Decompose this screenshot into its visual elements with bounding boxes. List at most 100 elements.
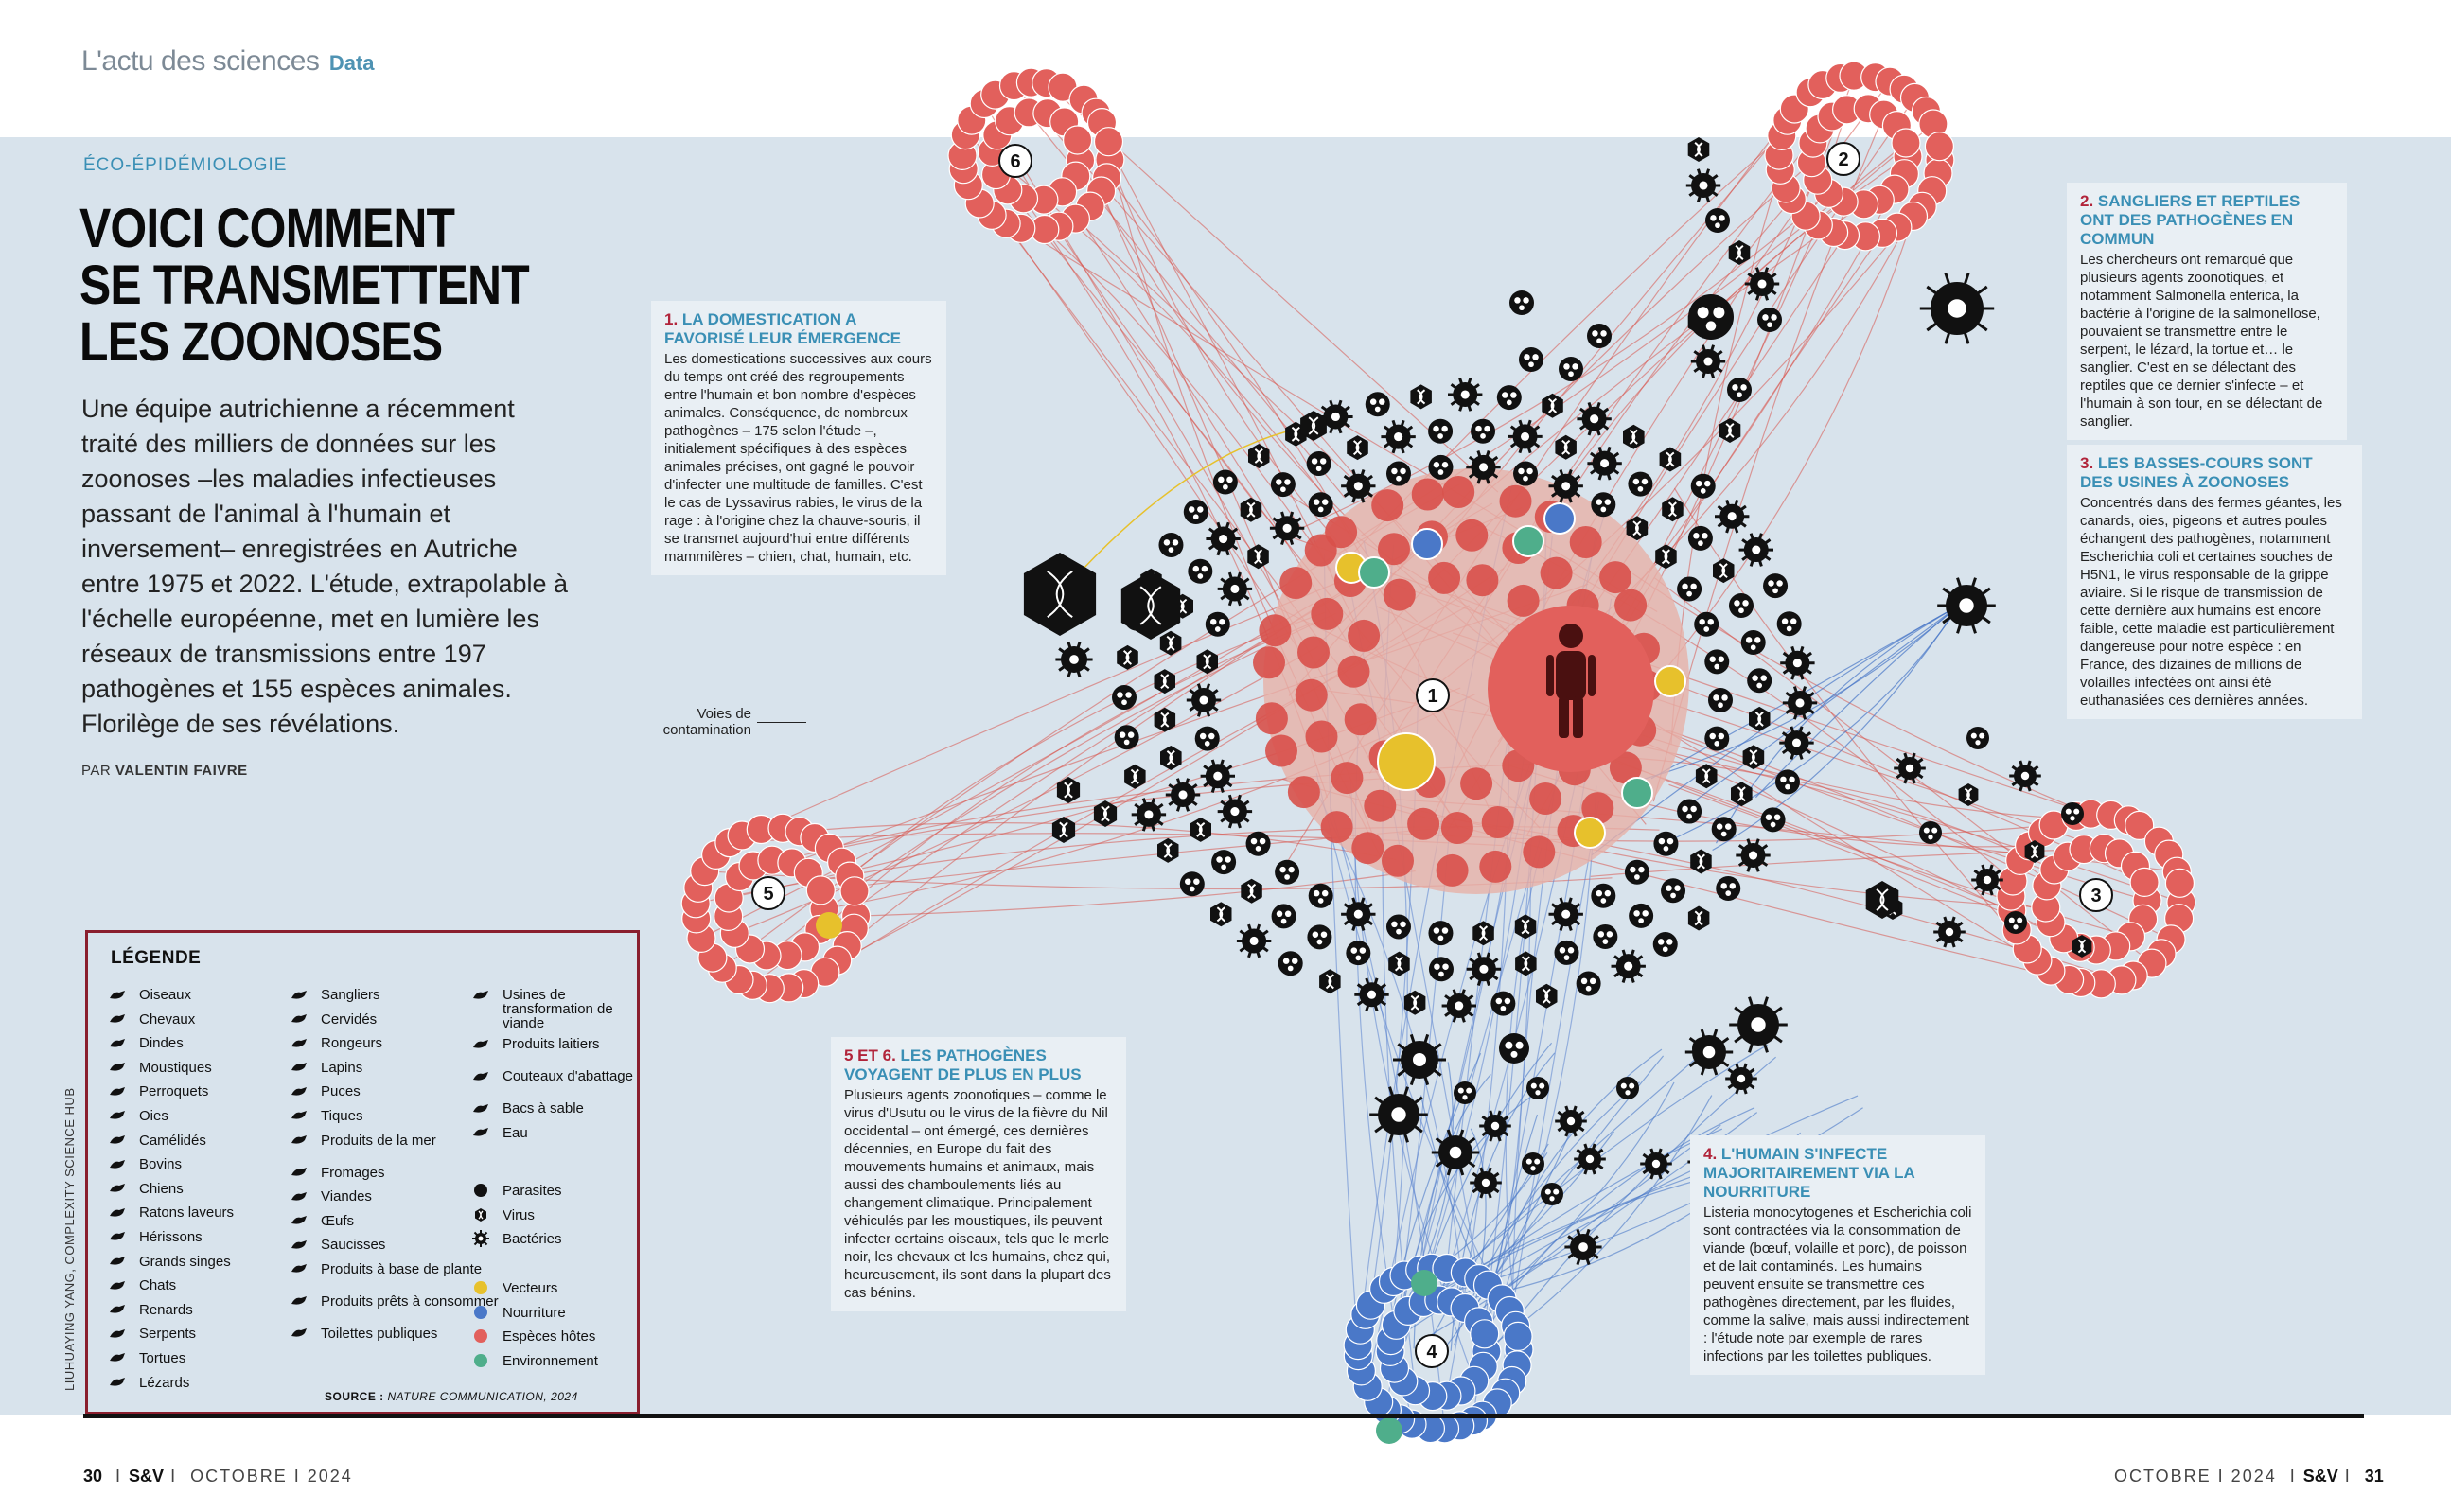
legend-item: Perroquets <box>107 1084 234 1109</box>
parasite-icon <box>1690 473 1716 499</box>
legend-item: Ratons laveurs <box>107 1205 234 1230</box>
parasite-icon <box>1526 1077 1549 1099</box>
legend-icon <box>289 1084 309 1098</box>
legend-item: Virus <box>470 1207 562 1233</box>
legend-icon <box>107 1278 128 1292</box>
parasite-icon <box>1270 472 1296 498</box>
legend-item: Produits prêts à consommer <box>289 1294 499 1327</box>
box-title: LA DOMESTICATION A FAVORISÉ LEUR ÉMERGEN… <box>664 310 901 347</box>
bacteria-icon <box>1431 1129 1480 1176</box>
parasite-icon <box>1275 859 1300 885</box>
legend-label: Puces <box>321 1083 361 1100</box>
legend-item: Dindes <box>107 1036 234 1061</box>
bacteria-icon <box>1548 469 1583 503</box>
legend-item: Grands singes <box>107 1255 234 1279</box>
legend-label: Cervidés <box>321 1011 378 1028</box>
parasite-icon <box>1194 726 1220 751</box>
parasite-icon <box>2061 802 2084 825</box>
virus-icon <box>1749 706 1771 731</box>
legend-label: Oies <box>139 1107 168 1124</box>
legend-label: Parasites <box>503 1183 562 1199</box>
legend-item: Bacs à sable <box>470 1101 637 1126</box>
legend-item: Viandes <box>289 1189 499 1214</box>
legend-label: Dindes <box>139 1035 184 1052</box>
bacteria-icon <box>1381 419 1416 454</box>
virus-icon <box>1626 516 1649 541</box>
parasite-icon <box>1271 904 1296 929</box>
virus-icon <box>1472 921 1494 946</box>
virus-icon <box>1623 424 1645 449</box>
bacteria-icon <box>1447 378 1483 412</box>
legend-item: Saucisses <box>289 1238 499 1262</box>
box-voyagent: 5 ET 6. LES PATHOGÈNES VOYAGENT DE PLUS … <box>831 1037 1126 1311</box>
bacteria-icon <box>1919 273 1995 344</box>
legend-icon <box>470 1184 491 1197</box>
legend-item: Tiques <box>289 1109 499 1134</box>
byline-author: VALENTIN FAIVRE <box>115 763 248 779</box>
parasite-icon <box>1704 649 1730 675</box>
legend-label: Toilettes publiques <box>321 1325 438 1342</box>
bacteria-icon <box>1782 686 1818 720</box>
cluster-label: 2 <box>1838 149 1848 170</box>
parasite-icon <box>1308 492 1333 518</box>
legend-item: Sangliers <box>289 988 499 1012</box>
parasite-icon <box>1576 971 1601 996</box>
parasite-icon <box>1688 294 1734 340</box>
parasite-icon <box>1245 831 1271 856</box>
box-number: 1. <box>664 310 679 328</box>
legend-icon <box>107 988 128 1001</box>
parasite-icon <box>1188 558 1213 584</box>
legend-item: Vecteurs <box>470 1281 598 1306</box>
parasite-icon <box>1624 859 1649 885</box>
parasite-icon <box>1346 941 1371 966</box>
parasite-icon <box>1471 418 1496 444</box>
legend-label: Saucisses <box>321 1237 386 1254</box>
legend-item: Eau <box>470 1126 637 1151</box>
parasite-icon <box>1211 850 1237 875</box>
parasite-icon <box>1559 357 1583 381</box>
legend-item: Moustiques <box>107 1061 234 1085</box>
legend-item: Parasites <box>470 1184 562 1208</box>
source-label: SOURCE : <box>325 1390 384 1403</box>
legend-item: Puces <box>289 1084 499 1109</box>
virus-icon <box>1719 418 1741 443</box>
legend-item: Nourriture <box>470 1304 598 1330</box>
legend-item: Tortues <box>107 1351 234 1376</box>
parasite-icon <box>1760 807 1786 833</box>
bacteria-icon <box>1217 794 1253 829</box>
parasite-icon <box>1554 940 1579 965</box>
virus-icon <box>1056 777 1081 803</box>
parasite-icon <box>1428 418 1454 444</box>
virus-icon <box>1160 746 1182 770</box>
virus-icon <box>1300 411 1327 441</box>
virus-icon <box>1240 497 1262 522</box>
box-title: LES PATHOGÈNES VOYAGENT DE PLUS EN PLUS <box>844 1046 1082 1083</box>
source-text: NATURE COMMUNICATION, 2024 <box>387 1390 578 1403</box>
legend-label: Nourriture <box>503 1304 566 1321</box>
parasite-icon <box>1593 923 1618 949</box>
legend-item: Produits à base de plante <box>289 1262 499 1294</box>
legend-icon <box>107 1012 128 1026</box>
box-nourriture: 4. L'HUMAIN S'INFECTE MAJORITAIREMENT VI… <box>1690 1135 1985 1375</box>
legend-label: Bovins <box>139 1156 183 1173</box>
bacteria-icon <box>1640 1148 1672 1180</box>
legend-item: Lapins <box>289 1061 499 1085</box>
legend-label: Serpents <box>139 1326 197 1343</box>
legend-icon <box>289 1036 309 1049</box>
legend-icon <box>470 1207 491 1222</box>
network-nodes <box>680 61 2196 1444</box>
parasite-icon <box>1519 347 1543 372</box>
cluster-label: 1 <box>1427 686 1437 707</box>
legend-icon <box>470 1281 491 1294</box>
legend-icon <box>107 1303 128 1316</box>
box-title: LES BASSES-COURS SONT DES USINES À ZOONO… <box>2080 454 2313 491</box>
box-basses-cours: 3. LES BASSES-COURS SONT DES USINES À ZO… <box>2067 445 2362 719</box>
legend-icon <box>107 1134 128 1147</box>
parasite-icon <box>1522 1152 1544 1175</box>
kicker: ÉCO-ÉPIDÉMIOLOGIE <box>83 155 288 175</box>
legend-icon <box>107 1084 128 1098</box>
virus-icon <box>1536 983 1558 1009</box>
bacteria-icon <box>1369 1086 1428 1143</box>
parasite-icon <box>1704 726 1730 751</box>
bacteria-icon <box>1738 533 1774 567</box>
